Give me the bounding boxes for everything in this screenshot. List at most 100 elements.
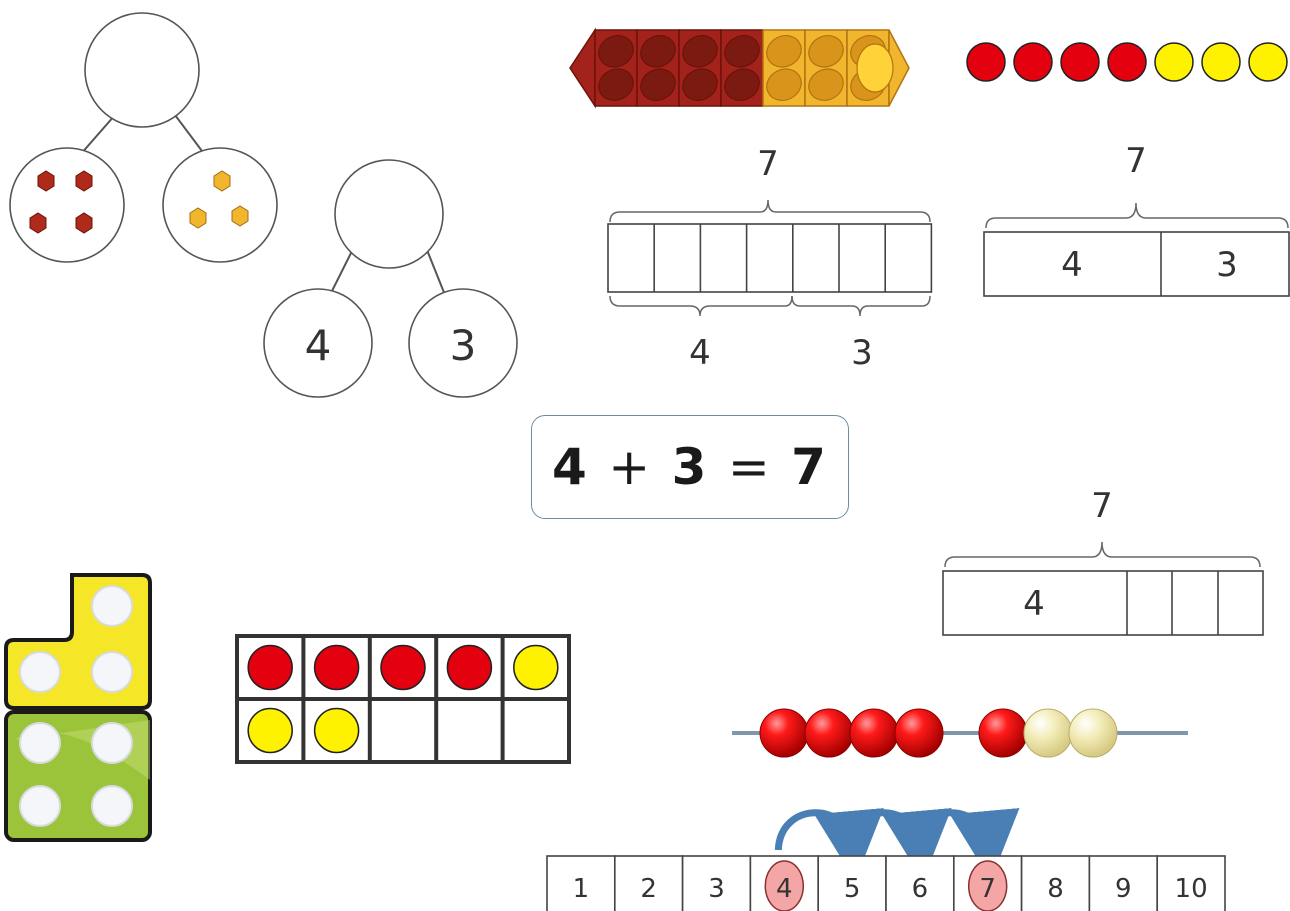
- numicon-hole: [19, 651, 61, 693]
- red-counter: [313, 644, 360, 691]
- red-counter: [247, 644, 293, 691]
- red-bead: [759, 708, 809, 758]
- cube-train: [569, 27, 910, 109]
- number-line-label: 5: [844, 874, 861, 904]
- number-line-label: 4: [776, 874, 793, 904]
- yellow-counter: [1248, 42, 1288, 82]
- cube-train-end: [569, 27, 596, 109]
- numicon-hole: [19, 785, 61, 827]
- cube: [594, 29, 638, 107]
- number-line-cell: [1020, 855, 1091, 911]
- ten-frame: [235, 634, 571, 764]
- bar-parts-left-label: 4: [1061, 245, 1083, 285]
- cube: [720, 29, 764, 107]
- addend-b: 3: [671, 438, 709, 496]
- number-line-cell: [1156, 855, 1226, 911]
- cube-train-knob: [856, 43, 894, 93]
- red-counter: [380, 644, 426, 691]
- cream-bead: [1023, 708, 1073, 758]
- number-line-label: 6: [912, 874, 929, 904]
- bead-string: [732, 708, 1188, 758]
- bar-cells-outline: [607, 223, 933, 293]
- number-line-jumps: [774, 807, 1020, 881]
- plus-sign: +: [608, 438, 653, 496]
- number-line-label: 2: [640, 874, 657, 904]
- red-bead: [849, 708, 899, 758]
- pw-right-label: 3: [450, 321, 477, 370]
- addend-a: 4: [552, 438, 589, 496]
- jump-arrow: [910, 807, 1020, 881]
- pw-left-label: 4: [305, 321, 332, 370]
- parts-top-brace: [985, 202, 1289, 229]
- bar-model-mixed: 7 4: [942, 486, 1264, 636]
- number-line-cell: [613, 855, 684, 911]
- number-highlight: [967, 860, 1008, 911]
- number-line-cell: [681, 855, 752, 911]
- number-line-label: 7: [979, 874, 996, 904]
- bar-cells-whole-label: 7: [757, 144, 779, 184]
- number-line-label: 3: [708, 874, 725, 904]
- bar-cells-left-label: 4: [689, 333, 711, 373]
- mixed-bar-outline: [942, 570, 1264, 636]
- numicon-hole: [91, 785, 133, 827]
- number-line-cell: [1088, 855, 1159, 911]
- red-counter: [966, 42, 1006, 82]
- cube: [636, 29, 680, 107]
- part-whole-cubes: [9, 12, 278, 263]
- bar-cells-right-label: 3: [851, 333, 873, 373]
- mixed-top-brace: [944, 541, 1261, 568]
- yellow-counter: [313, 707, 360, 754]
- bar-model-parts: 7 4 3: [983, 141, 1290, 297]
- sum: 7: [791, 438, 828, 496]
- numicon-hole: [91, 585, 133, 627]
- right-bottom-brace: [791, 295, 931, 317]
- numicon-hole: [91, 651, 133, 693]
- counter-row: [966, 42, 1288, 82]
- number-line-cell: [546, 855, 616, 911]
- red-bead: [978, 708, 1028, 758]
- number-line-cell: [885, 855, 955, 911]
- bar-mixed-whole-label: 7: [1091, 486, 1113, 526]
- red-cube-group: [29, 170, 93, 234]
- number-line-cell: [817, 855, 887, 911]
- number-line-label: 10: [1175, 874, 1208, 904]
- red-counter: [446, 644, 493, 691]
- red-counter: [1107, 42, 1147, 82]
- yellow-cube-group: [189, 170, 249, 229]
- number-line-label: 9: [1115, 874, 1132, 904]
- number-line-label: 8: [1047, 874, 1064, 904]
- cube: [804, 29, 848, 107]
- jump-arrow: [842, 807, 952, 881]
- bar-parts-whole-label: 7: [1125, 141, 1147, 181]
- jump-arrow: [774, 807, 884, 881]
- whole-circle: [84, 12, 200, 128]
- numicon-four: [4, 710, 152, 842]
- parts-bar-outline: [983, 231, 1290, 297]
- pw-right-circle: [408, 288, 518, 398]
- cream-bead: [1068, 708, 1118, 758]
- numicon-hole: [19, 722, 61, 764]
- pw-left-circle: [263, 288, 373, 398]
- red-bead: [804, 708, 854, 758]
- yellow-counter: [513, 644, 559, 691]
- equals-sign: =: [727, 438, 772, 496]
- equation-box: 4 + 3 = 7: [531, 415, 849, 519]
- top-brace: [609, 199, 931, 223]
- cube: [678, 29, 722, 107]
- bar-parts-right-label: 3: [1216, 245, 1238, 285]
- red-counter: [1060, 42, 1100, 82]
- cube: [762, 29, 806, 107]
- numicon-hole: [91, 722, 133, 764]
- bar-mixed-left-label: 4: [1023, 584, 1045, 624]
- left-bottom-brace: [609, 295, 793, 317]
- pw-whole-circle: [334, 159, 444, 269]
- bar-cells-row: [607, 223, 933, 293]
- bar-model-cells: 7 4 3: [607, 144, 933, 373]
- left-part-circle: [9, 147, 125, 263]
- bead-group: [759, 708, 1118, 758]
- number-highlight: [764, 860, 805, 911]
- red-counter: [1013, 42, 1053, 82]
